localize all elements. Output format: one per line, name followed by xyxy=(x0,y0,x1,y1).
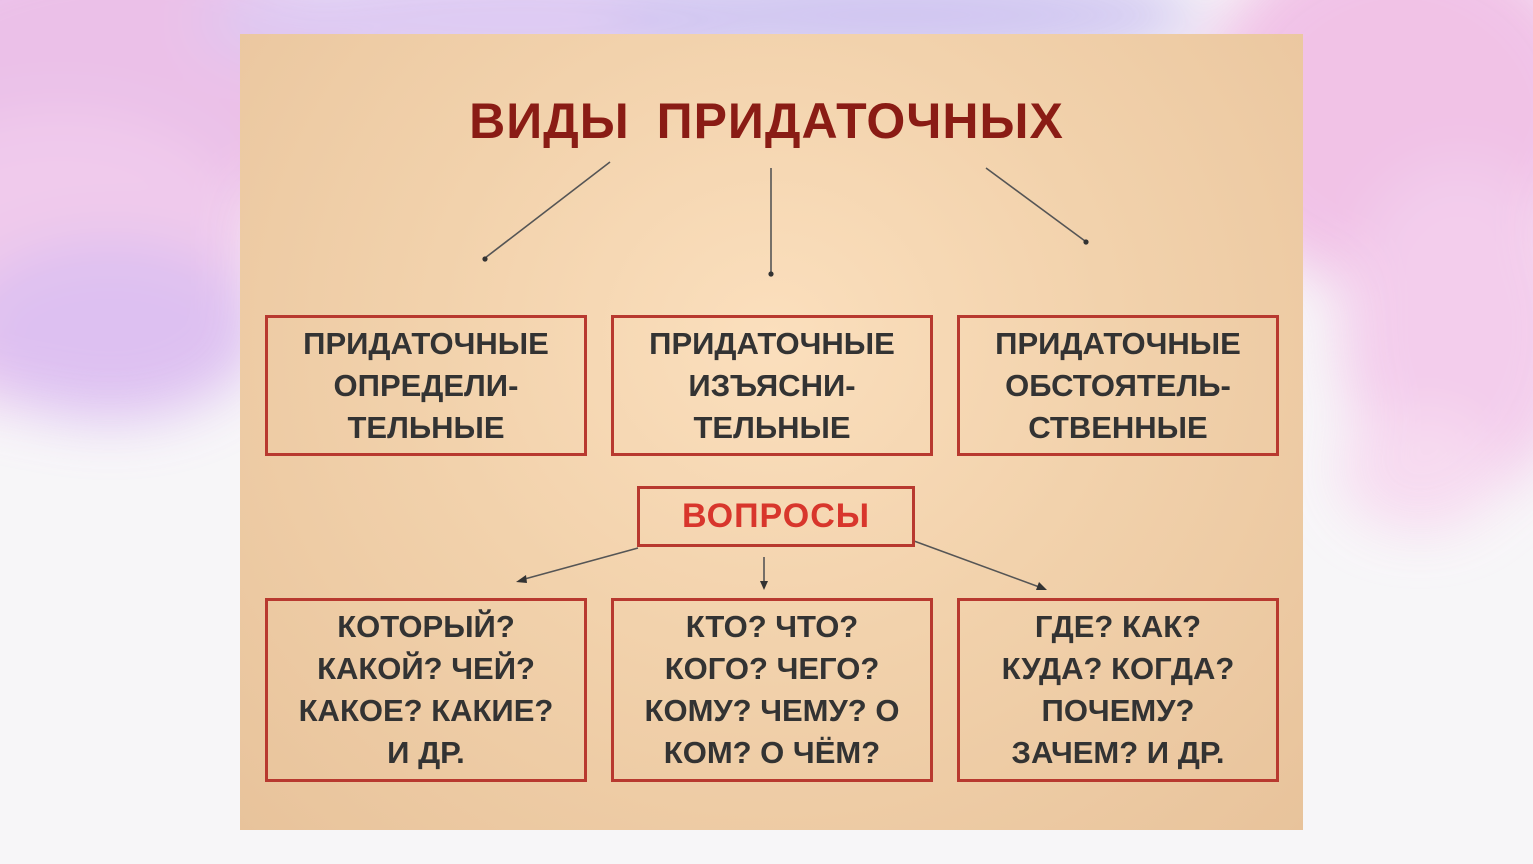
type-box-adverbial: ПРИДАТОЧНЫЕ ОБСТОЯТЕЛЬ- СТВЕННЫЕ xyxy=(957,315,1279,456)
type-box-defining: ПРИДАТОЧНЫЕ ОПРЕДЕЛИ- ТЕЛЬНЫЕ xyxy=(265,315,587,456)
question-line: ЗАЧЕМ? И ДР. xyxy=(1011,735,1225,770)
type-line: ПРИДАТОЧНЫЕ xyxy=(995,325,1241,361)
questions-box-explanatory: КТО? ЧТО? КОГО? ЧЕГО? КОМУ? ЧЕМУ? О КОМ?… xyxy=(611,598,933,782)
diagram-slide xyxy=(240,34,1303,830)
question-line: КОМ? О ЧЁМ? xyxy=(663,735,881,770)
question-line: КОГО? ЧЕГО? xyxy=(664,651,880,686)
questions-box-adverbial: ГДЕ? КАК? КУДА? КОГДА? ПОЧЕМУ? ЗАЧЕМ? И … xyxy=(957,598,1279,782)
type-line: СТВЕННЫЕ xyxy=(1028,409,1208,445)
type-box-explanatory: ПРИДАТОЧНЫЕ ИЗЪЯСНИ- ТЕЛЬНЫЕ xyxy=(611,315,933,456)
type-line: ПРИДАТОЧНЫЕ xyxy=(303,325,549,361)
question-line: КАКОЙ? ЧЕЙ? xyxy=(317,651,535,686)
type-line: ИЗЪЯСНИ- xyxy=(688,367,856,403)
type-line: ТЕЛЬНЫЕ xyxy=(347,409,505,445)
type-line: ОБСТОЯТЕЛЬ- xyxy=(1005,367,1231,403)
question-line: ГДЕ? КАК? xyxy=(1034,609,1202,644)
question-line: ПОЧЕМУ? xyxy=(1041,693,1195,728)
question-line: КТО? ЧТО? xyxy=(685,609,859,644)
questions-label-box: ВОПРОСЫ xyxy=(637,486,915,547)
question-line: И ДР. xyxy=(387,735,465,770)
type-line: ТЕЛЬНЫЕ xyxy=(693,409,851,445)
question-line: КОТОРЫЙ? xyxy=(337,609,515,644)
type-line: ПРИДАТОЧНЫЕ xyxy=(649,325,895,361)
question-line: КУДА? КОГДА? xyxy=(1001,651,1235,686)
type-line: ОПРЕДЕЛИ- xyxy=(333,367,519,403)
questions-box-defining: КОТОРЫЙ? КАКОЙ? ЧЕЙ? КАКОЕ? КАКИЕ? И ДР. xyxy=(265,598,587,782)
question-line: КОМУ? ЧЕМУ? О xyxy=(644,693,900,728)
question-line: КАКОЕ? КАКИЕ? xyxy=(298,693,554,728)
diagram-title: ВИДЫ ПРИДАТОЧНЫХ xyxy=(469,93,1064,149)
